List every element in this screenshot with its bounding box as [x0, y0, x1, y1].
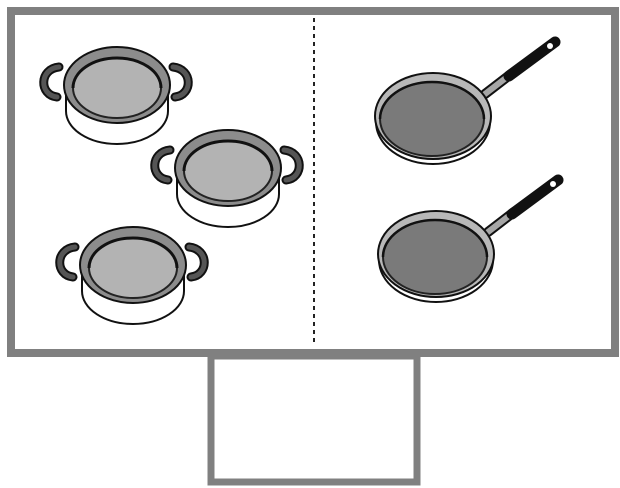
answer-box[interactable]: [211, 356, 417, 482]
